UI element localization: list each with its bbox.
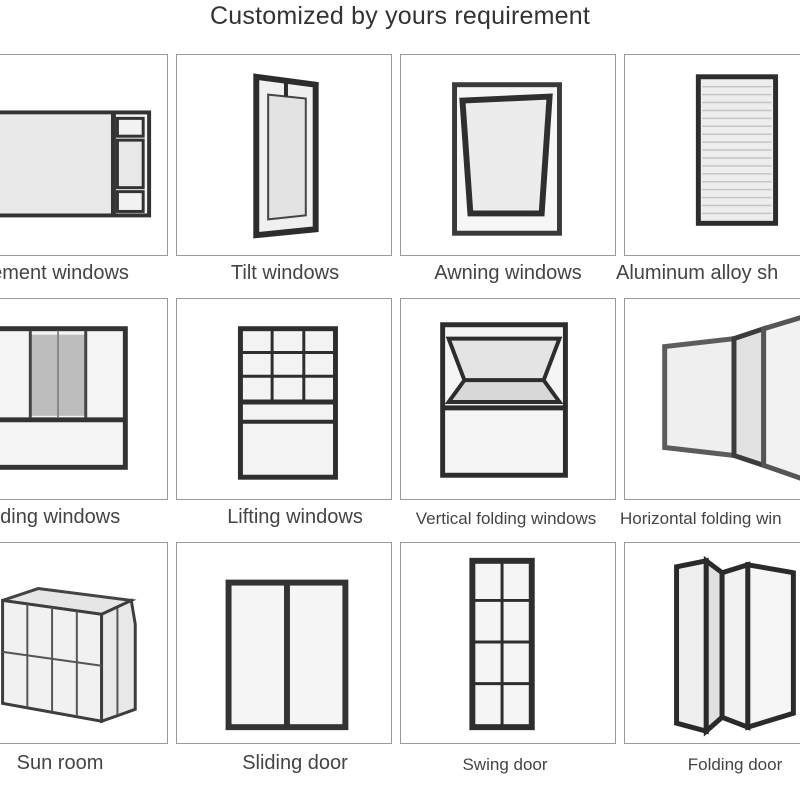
product-card-folding-door — [624, 542, 800, 744]
product-label: Lifting windows — [227, 506, 363, 528]
product-label: Aluminum alloy sh — [616, 262, 779, 284]
swing-door-icon — [469, 557, 535, 731]
product-card-shutter — [624, 54, 800, 256]
folding-door-icon — [674, 555, 796, 737]
product-card-sliding-window — [0, 298, 168, 500]
product-card-awning — [400, 54, 616, 256]
casement-window-icon — [0, 110, 152, 218]
tilt-window-icon — [253, 73, 319, 239]
product-label: ement windows — [0, 262, 129, 284]
shutter-window-icon — [695, 74, 779, 226]
product-label: Tilt windows — [230, 262, 340, 284]
product-card-vertical-folding — [400, 298, 616, 500]
product-label: iding windows — [0, 506, 121, 528]
product-card-tilt — [176, 54, 392, 256]
sun-room-icon — [1, 587, 137, 724]
product-label: Folding door — [687, 755, 783, 774]
product-card-horizontal-folding — [624, 298, 800, 500]
product-label: Sliding door — [242, 752, 348, 774]
lifting-window-icon — [237, 326, 338, 480]
product-label: Horizontal folding win — [620, 509, 782, 528]
product-label: Vertical folding windows — [415, 509, 597, 528]
sliding-window-icon — [0, 326, 128, 470]
product-label: Swing door — [462, 755, 548, 774]
sliding-door-icon — [225, 579, 349, 731]
product-card-casement — [0, 54, 168, 256]
awning-window-icon — [452, 82, 562, 236]
product-label: Sun room — [16, 752, 104, 774]
product-card-sliding-door — [176, 542, 392, 744]
product-card-swing-door — [400, 542, 616, 744]
product-card-sun-room — [0, 542, 168, 744]
vertical-folding-window-icon — [440, 322, 568, 478]
product-card-lifting — [176, 298, 392, 500]
page-title: Customized by yours requirement — [210, 2, 590, 30]
product-label: Awning windows — [434, 262, 582, 284]
horizontal-folding-window-icon — [662, 315, 800, 481]
